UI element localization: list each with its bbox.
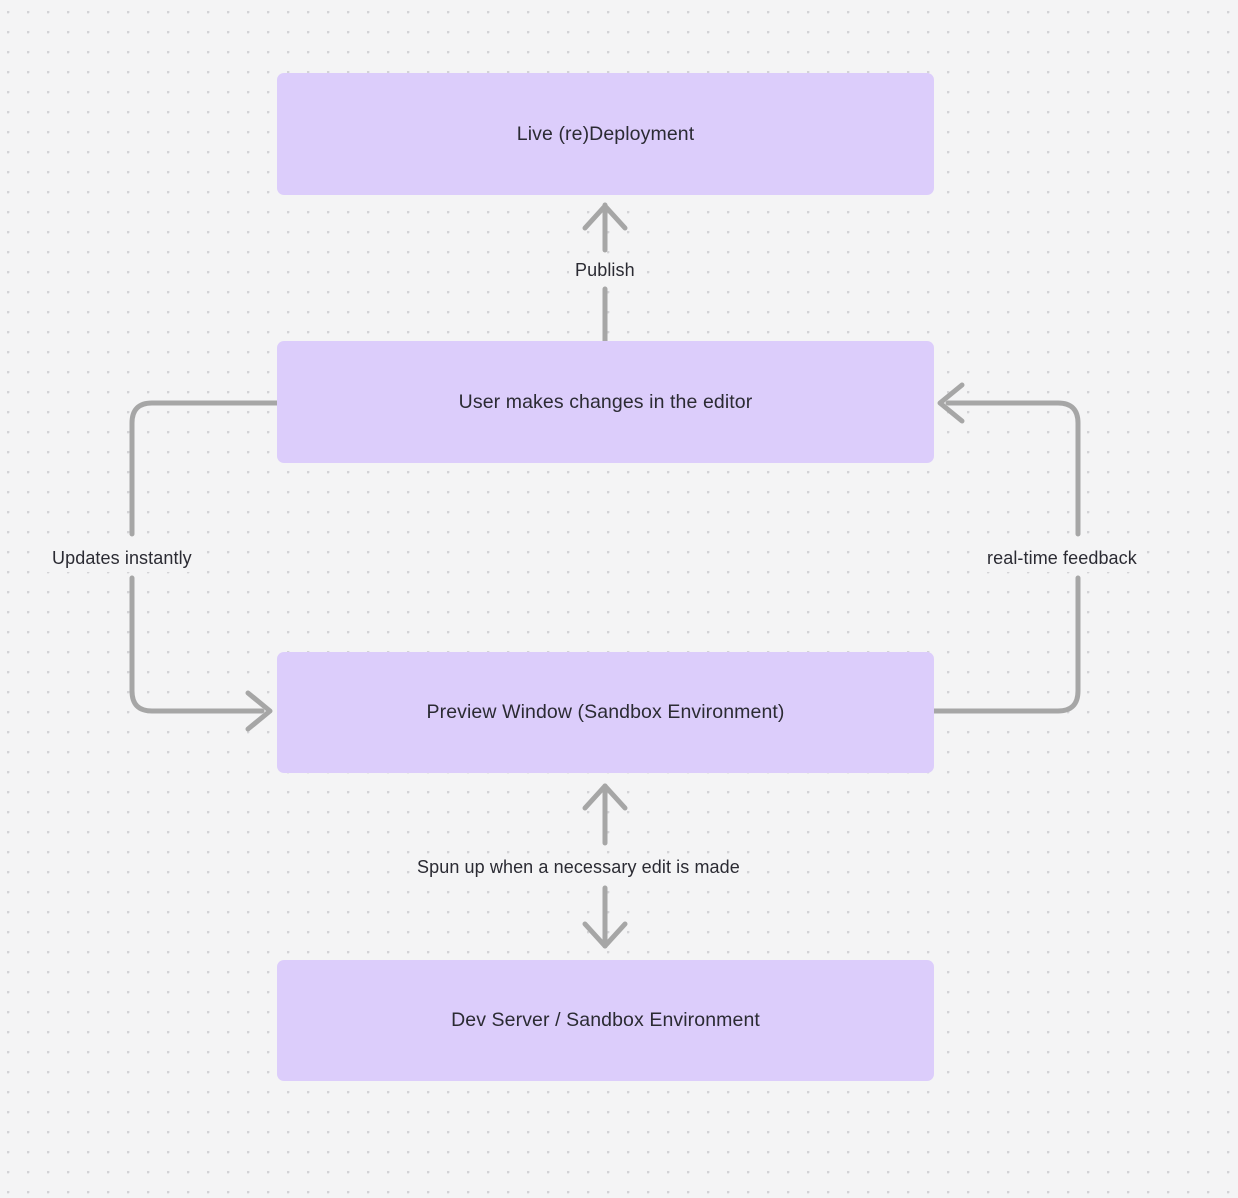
node-label: User makes changes in the editor <box>458 390 753 413</box>
node-live-redeployment[interactable]: Live (re)Deployment <box>277 73 934 195</box>
node-dev-server[interactable]: Dev Server / Sandbox Environment <box>277 960 934 1081</box>
edge-label-updates-instantly: Updates instantly <box>46 546 198 572</box>
edge-label-spun-up: Spun up when a necessary edit is made <box>411 855 746 881</box>
node-label: Preview Window (Sandbox Environment) <box>426 701 785 724</box>
node-preview-window[interactable]: Preview Window (Sandbox Environment) <box>277 652 934 773</box>
edge-label-real-time-feedback: real-time feedback <box>981 546 1143 572</box>
node-user-makes-changes[interactable]: User makes changes in the editor <box>277 341 934 463</box>
node-label: Dev Server / Sandbox Environment <box>451 1009 760 1032</box>
edge-label-publish: Publish <box>569 258 641 284</box>
node-label: Live (re)Deployment <box>516 122 695 145</box>
